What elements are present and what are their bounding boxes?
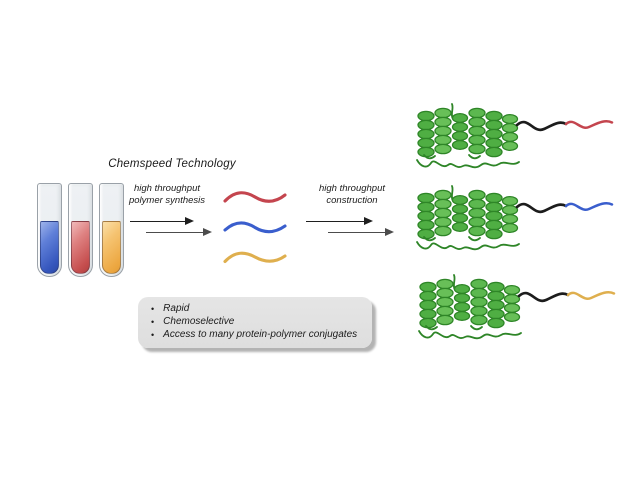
step1-label: high throughput polymer synthesis bbox=[102, 183, 232, 207]
step2-label: high throughput construction bbox=[287, 183, 417, 207]
yellow-liquid bbox=[102, 221, 121, 274]
blue-liquid bbox=[40, 221, 59, 274]
benefit-text: Access to many protein-polymer conjugate… bbox=[163, 328, 358, 340]
step1-arrow-bottom-icon bbox=[146, 227, 212, 236]
bullet-icon: • bbox=[151, 329, 155, 340]
linker-chain bbox=[515, 202, 568, 214]
technology-title: Chemspeed Technology bbox=[108, 158, 236, 170]
benefit-item: • Chemoselective bbox=[151, 316, 362, 329]
red-polymer-squiggle-icon bbox=[223, 191, 287, 203]
benefit-item: • Access to many protein-polymer conjuga… bbox=[151, 329, 362, 342]
linker-chain bbox=[515, 120, 568, 132]
linker-chain bbox=[517, 291, 570, 303]
yellow-polymer-tail bbox=[566, 290, 616, 300]
bullet-icon: • bbox=[151, 316, 155, 327]
protein-yellow-conjugate bbox=[416, 274, 616, 346]
test-tube-red-icon bbox=[68, 183, 93, 277]
step2-arrow-bottom-icon bbox=[328, 227, 394, 236]
test-tube-rack bbox=[37, 183, 124, 277]
step2-label-line1: high throughput bbox=[318, 183, 386, 194]
benefit-text: Chemoselective bbox=[163, 315, 235, 327]
yellow-polymer-squiggle-icon bbox=[223, 251, 287, 264]
blue-polymer-squiggle-icon bbox=[223, 221, 287, 234]
protein-red-conjugate bbox=[414, 103, 614, 175]
benefit-text: Rapid bbox=[163, 303, 190, 314]
protein-ribbon-icon bbox=[417, 104, 519, 167]
step1-label-line1: high throughput bbox=[133, 183, 201, 194]
red-polymer-tail bbox=[564, 119, 614, 129]
protein-ribbon-icon bbox=[419, 275, 521, 338]
step1-label-line2: polymer synthesis bbox=[128, 195, 206, 206]
step2-label-line2: construction bbox=[326, 195, 378, 206]
test-tube-blue-icon bbox=[37, 183, 62, 277]
protein-ribbon-icon bbox=[417, 186, 519, 249]
red-liquid bbox=[71, 221, 90, 274]
benefits-callout-box: • Rapid • Chemoselective • Access to man… bbox=[138, 297, 372, 348]
step1-arrow-top-icon bbox=[130, 216, 194, 225]
protein-blue-conjugate bbox=[414, 185, 614, 257]
step2-arrow-top-icon bbox=[306, 216, 373, 225]
benefit-item: • Rapid bbox=[151, 303, 362, 316]
test-tube-yellow-icon bbox=[99, 183, 124, 277]
bullet-icon: • bbox=[151, 304, 155, 314]
blue-polymer-tail bbox=[564, 201, 614, 211]
